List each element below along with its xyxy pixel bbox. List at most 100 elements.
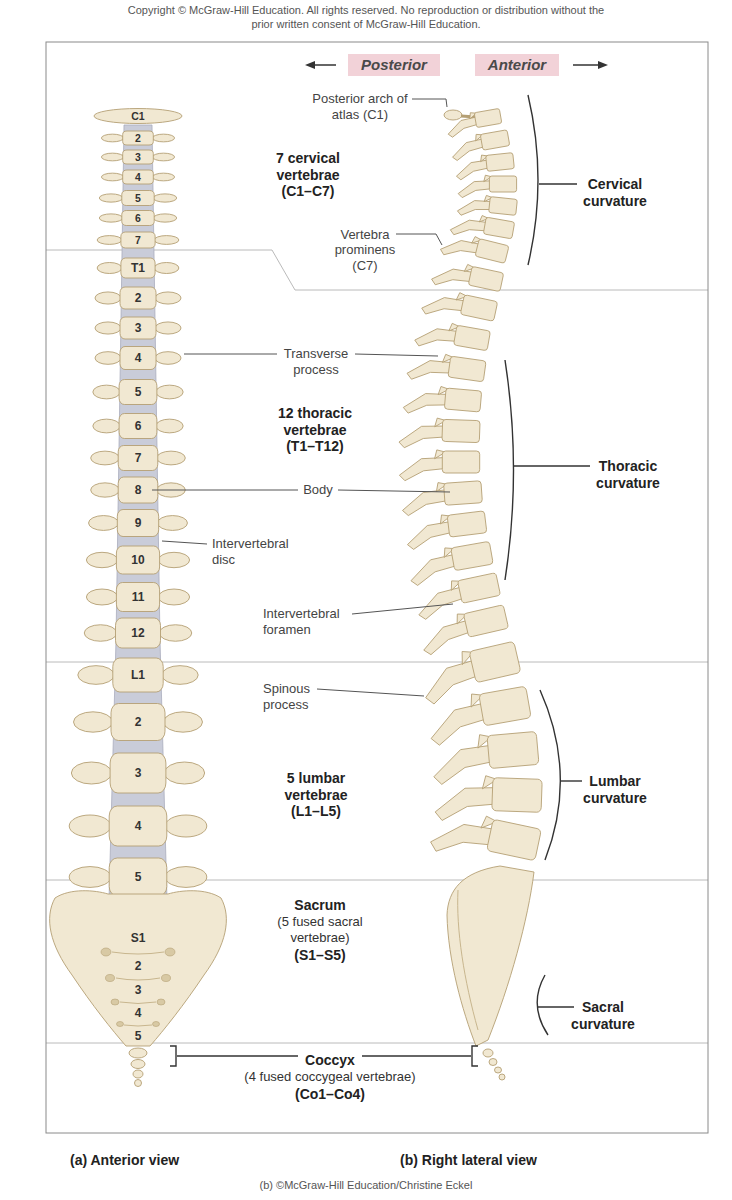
region-band: 5 lumbar vertebrae (L1–L5)Lumbar curvatu…	[46, 662, 708, 880]
leader-line	[152, 490, 298, 491]
region-band-shape	[46, 1043, 708, 1133]
lateral-vertebrae	[399, 108, 542, 872]
leader-line	[317, 689, 424, 696]
sacrum-lateral	[447, 866, 534, 1046]
sacral-ridge	[112, 952, 164, 954]
vertebra	[95, 317, 181, 339]
coccygeal-vertebra	[129, 1048, 147, 1058]
region-band: 12 thoracic vertebrae (T1–T12)Thoracic c…	[46, 250, 708, 662]
view-caption: (a) Anterior view	[70, 1152, 179, 1169]
vertebra	[101, 131, 174, 145]
callout-label: Transverse process	[271, 346, 361, 377]
sacral-foramina	[101, 948, 175, 1027]
sacral-crest	[458, 890, 478, 1030]
direction-box: Anterior	[475, 54, 559, 76]
vertebra-number: 4	[135, 172, 141, 183]
leader-line	[412, 99, 447, 107]
vertebra	[95, 347, 181, 370]
vertebra	[99, 191, 176, 206]
region-band-shape	[46, 42, 708, 290]
vertebra-number: 10	[131, 554, 144, 566]
region-band-fill	[46, 662, 708, 880]
curvature-label: Cervical curvature	[565, 176, 665, 210]
view-caption: (b) Right lateral view	[400, 1152, 537, 1169]
region-band-fill	[46, 250, 708, 662]
curvature-leader	[561, 780, 582, 781]
coccyx-anterior	[129, 1048, 147, 1087]
region-note: (4 fused coccygeal vertebrae)	[200, 1069, 460, 1085]
direction-arrow	[598, 61, 608, 69]
coccygeal-vertebra	[135, 1080, 142, 1087]
callout-label: Intervertebral disc	[212, 536, 312, 567]
vertebra-number: 2	[135, 292, 142, 304]
vertebra-number: 12	[131, 627, 144, 639]
atlas-arch	[461, 116, 476, 117]
sacral-foramen	[165, 948, 175, 956]
vertebra	[86, 583, 189, 612]
callout-label: Spinous process	[263, 681, 343, 712]
coccygeal-vertebra	[483, 1049, 493, 1057]
coccyx-leader	[177, 1055, 298, 1056]
vertebra-number: 5	[135, 193, 141, 204]
vertebra	[457, 193, 517, 221]
sacral-ridge	[116, 978, 160, 980]
sacral-foramen	[162, 975, 171, 982]
region-band-shape	[46, 662, 708, 880]
vertebra-number: L1	[131, 669, 145, 681]
curvature-bracket	[528, 95, 538, 265]
region-heading: Sacrum	[294, 897, 345, 914]
vertebra-number: S1	[131, 932, 146, 944]
sacral-ridge	[120, 1002, 156, 1004]
callout-label: Vertebra prominens (C7)	[325, 227, 405, 274]
vertebra	[431, 258, 504, 298]
region-band-shape	[46, 250, 708, 662]
vertebra	[78, 658, 198, 692]
coccyx-bracket	[170, 1046, 176, 1066]
vertebra-number: 5	[135, 1030, 142, 1042]
vertebra	[84, 618, 192, 648]
vertebra	[439, 229, 509, 269]
vertebra-number: 6	[135, 213, 141, 224]
vertebra-number: 2	[135, 960, 142, 972]
vertebra	[89, 510, 188, 537]
leader-line	[355, 354, 438, 356]
direction-label: Anterior	[488, 56, 546, 74]
vertebra	[101, 150, 174, 164]
vertebra	[91, 446, 186, 471]
coccygeal-vertebra	[133, 1070, 143, 1078]
leader-line	[162, 541, 207, 544]
vertebra-number: 2	[135, 716, 142, 728]
region-range: (S1–S5)	[294, 947, 345, 964]
vertebra	[421, 286, 498, 329]
callout-label: Body	[303, 482, 333, 498]
vertebra	[93, 414, 183, 439]
vertebra-number: 8	[135, 484, 142, 496]
vertebra-number: 5	[135, 386, 142, 398]
direction-arrow	[305, 61, 315, 69]
vertebra-number: 5	[135, 871, 142, 883]
leader-lines	[152, 99, 453, 696]
sacral-foramen	[153, 1022, 160, 1027]
figure-frame	[46, 42, 708, 1133]
leader-line	[338, 490, 450, 492]
vertebra-number: 7	[135, 235, 141, 246]
vertebra	[74, 704, 203, 741]
region-band: Sacrum(5 fused sacral vertebrae)(S1–S5)S…	[46, 880, 708, 1043]
vertebra	[69, 858, 207, 896]
vertebra	[86, 546, 189, 574]
vertebra-number: 4	[135, 1007, 142, 1019]
direction-arrow	[313, 64, 336, 66]
atlas-vertebra	[94, 109, 182, 124]
coccyx-leader	[362, 1055, 471, 1056]
vertebra	[399, 417, 480, 451]
vertebra	[414, 317, 491, 357]
region-heading: 7 cervical vertebrae (C1–C7)	[261, 150, 356, 200]
sacral-foramen	[106, 975, 115, 982]
curvature-bracket	[505, 360, 514, 580]
vertebra-number: 3	[135, 152, 141, 163]
posterior-arch-of-atlas	[444, 110, 462, 120]
vertebra	[429, 806, 542, 872]
sacral-foramen	[101, 948, 111, 956]
callout-label: Posterior arch of atlas (C1)	[310, 91, 410, 122]
curvature-bracket	[537, 975, 548, 1035]
